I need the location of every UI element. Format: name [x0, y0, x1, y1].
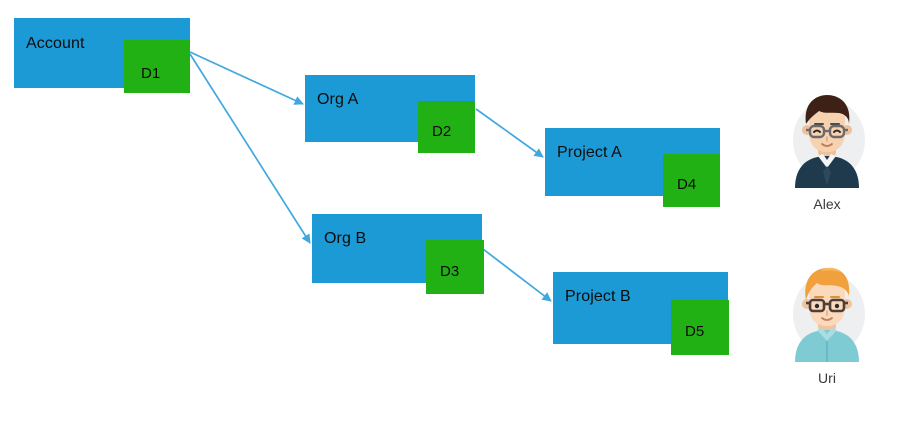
node-project-a-badge-label: D4 [677, 176, 697, 193]
node-account-label: Account [26, 35, 85, 52]
edge-account-to-org-b [189, 53, 311, 244]
avatar-person-icon [793, 267, 865, 362]
node-account-badge-box[interactable] [124, 40, 190, 93]
person-uri-name: Uri [818, 370, 836, 386]
node-account[interactable]: Account D1 [14, 18, 204, 98]
node-project-a-badge-box[interactable] [663, 154, 720, 207]
node-org-a-label: Org A [317, 91, 359, 108]
node-org-b-badge-box[interactable] [426, 240, 484, 294]
node-project-b[interactable]: Project B D5 [553, 272, 739, 360]
node-org-a-badge-label: D2 [432, 123, 452, 140]
node-project-a-label: Project A [557, 144, 622, 161]
node-project-b-badge-box[interactable] [671, 300, 729, 355]
node-org-b-label: Org B [324, 230, 367, 247]
edge-account-to-org-a [189, 51, 304, 105]
person-alex[interactable]: Alex [772, 88, 882, 212]
node-project-b-badge-label: D5 [685, 323, 705, 340]
node-org-b[interactable]: Org B D3 [312, 214, 494, 299]
person-uri[interactable]: Uri [772, 262, 882, 386]
node-project-a[interactable]: Project A D4 [545, 128, 730, 210]
node-account-badge-label: D1 [141, 65, 161, 82]
edge-org-a-to-project-a [475, 108, 544, 158]
node-project-b-label: Project B [565, 288, 631, 305]
node-org-b-badge-label: D3 [440, 263, 460, 280]
node-org-a[interactable]: Org A D2 [305, 75, 485, 157]
avatar-person-icon [793, 95, 865, 188]
node-org-a-badge-box[interactable] [418, 101, 475, 153]
person-alex-name: Alex [813, 196, 841, 212]
